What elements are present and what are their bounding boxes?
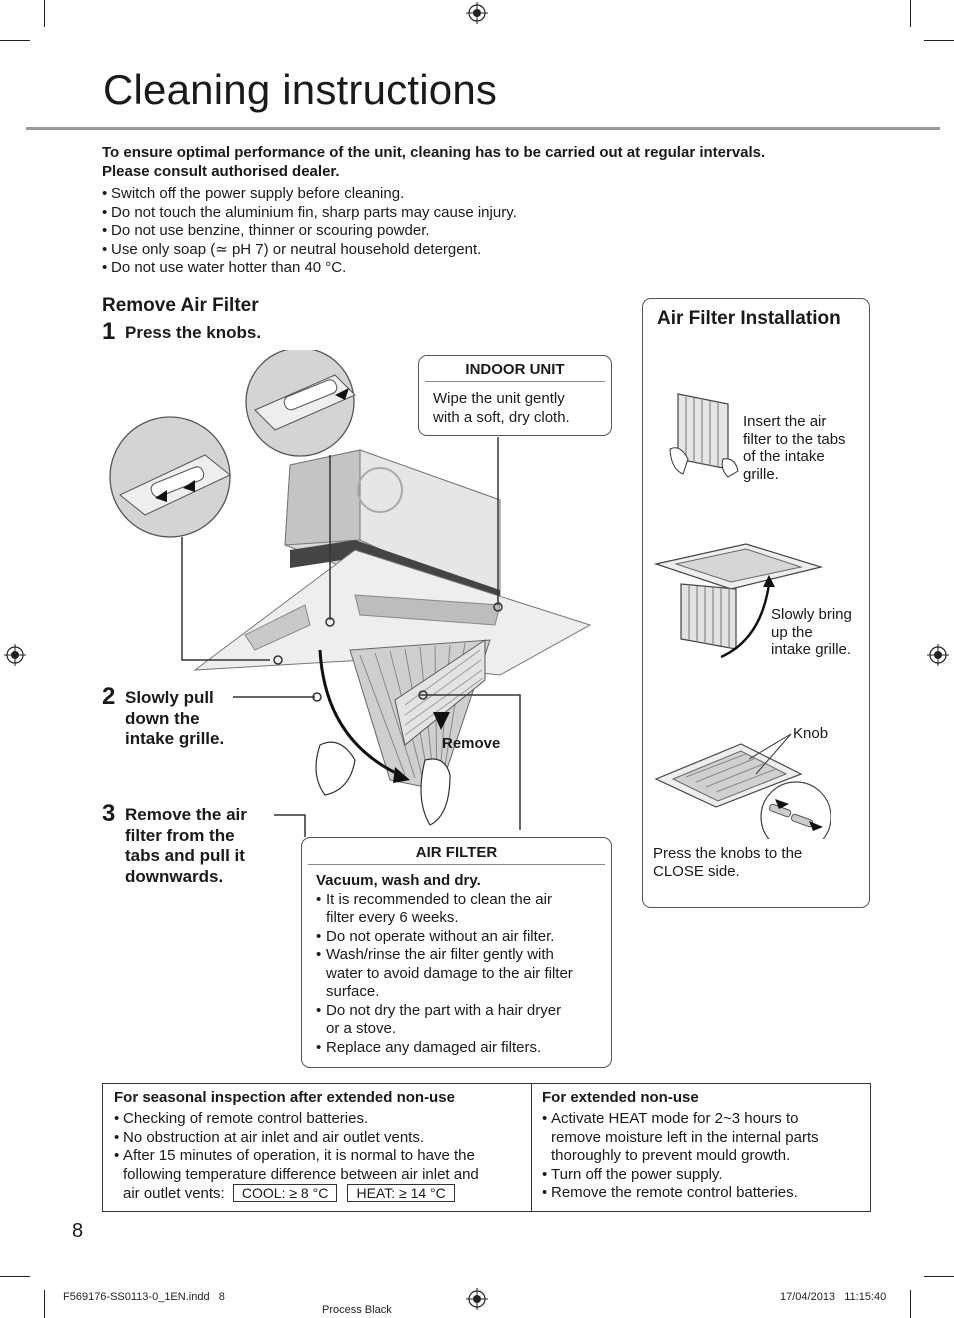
registration-mark-icon	[927, 644, 949, 666]
crop-mark	[0, 40, 30, 41]
step-text: Press the knobs.	[125, 323, 262, 342]
warning-item: Use only soap (≃ pH 7) or neutral househ…	[102, 241, 622, 260]
list-item: Remove the remote control batteries.	[542, 1184, 867, 1203]
step-3: 3 Remove the air filter from the tabs an…	[102, 800, 282, 895]
registration-mark-icon	[466, 1288, 488, 1310]
installation-title: Air Filter Installation	[657, 308, 841, 329]
air-filter-list: It is recommended to clean the airfilter…	[316, 891, 603, 1058]
callout-divider	[425, 381, 605, 382]
remove-label: Remove	[442, 735, 501, 752]
crop-mark	[910, 1290, 911, 1318]
registration-mark-icon	[466, 2, 488, 24]
heat-threshold-badge: HEAT: ≥ 14 °C	[347, 1184, 455, 1202]
callout-title: AIR FILTER	[415, 844, 498, 861]
step-text: Slowly pull down the intake grille.	[125, 688, 225, 748]
step-2: 2 Slowly pull down the intake grille.	[102, 683, 262, 753]
installation-step-text: Insert the air filter to the tabs of the…	[743, 413, 846, 483]
grille-raise-illustration	[653, 543, 824, 659]
list-item: Activate HEAT mode for 2~3 hours to remo…	[542, 1110, 867, 1166]
list-item: Do not dry the part with a hair dryeror …	[316, 1002, 603, 1039]
callout-body: Vacuum, wash and dry. It is recommended …	[302, 865, 611, 1057]
leader-line	[274, 814, 306, 837]
extended-non-use-list: Activate HEAT mode for 2~3 hours to remo…	[542, 1110, 867, 1203]
crop-mark	[924, 40, 954, 41]
step-number: 3	[102, 800, 116, 827]
warning-item: Do not touch the aluminium fin, sharp pa…	[102, 204, 622, 223]
callout-divider	[308, 864, 605, 865]
step-text: Remove the air filter from the tabs and …	[125, 805, 247, 886]
indoor-unit-illustration	[109, 350, 592, 830]
list-item: Checking of remote control batteries.	[114, 1110, 524, 1129]
knob-label: Knob	[793, 725, 829, 742]
list-item: Replace any damaged air filters.	[316, 1039, 603, 1058]
step-number: 2	[102, 683, 116, 710]
warning-item: Switch off the power supply before clean…	[102, 185, 622, 204]
extended-non-use-title: For extended non-use	[542, 1089, 699, 1106]
callout-title: INDOOR UNIT	[465, 361, 565, 378]
crop-mark	[924, 1276, 954, 1277]
step-1: 1 Press the knobs.	[102, 318, 302, 348]
list-item: After 15 minutes of operation, it is nor…	[114, 1147, 524, 1204]
page-title: Cleaning instructions	[103, 66, 498, 113]
extended-non-use-column: For extended non-use Activate HEAT mode …	[542, 1084, 867, 1211]
warning-item: Do not use water hotter than 40 °C.	[102, 259, 622, 278]
seasonal-inspection-column: For seasonal inspection after extended n…	[114, 1084, 524, 1211]
list-item: Do not operate without an air filter.	[316, 928, 603, 947]
page-number: 8	[72, 1220, 84, 1242]
seasonal-inspection-title: For seasonal inspection after extended n…	[114, 1089, 455, 1106]
registration-mark-icon	[4, 644, 26, 666]
footer-file-name: F569176-SS0113-0_1EN.indd 8	[63, 1291, 225, 1303]
column-divider	[531, 1084, 532, 1211]
intro-line: To ensure optimal performance of the uni…	[102, 144, 766, 161]
title-rule	[26, 127, 940, 130]
installation-step-text: Slowly bring up the intake grille.	[771, 606, 852, 658]
filter-insert-illustration	[669, 393, 739, 478]
knob-close-illustration	[654, 733, 831, 839]
list-item: No obstruction at air inlet and air outl…	[114, 1129, 524, 1148]
step-number: 1	[102, 318, 116, 345]
cool-threshold-badge: COOL: ≥ 8 °C	[232, 1184, 338, 1202]
footer-color-label: Process Black	[322, 1304, 392, 1316]
inspection-box: For seasonal inspection after extended n…	[102, 1083, 871, 1212]
intro-line: Please consult authorised dealer.	[102, 163, 340, 180]
installation-panel: Air Filter Installation Insert the air f…	[642, 298, 870, 908]
crop-mark	[44, 0, 45, 27]
callout-subtitle: Vacuum, wash and dry.	[316, 872, 481, 889]
list-item: Turn off the power supply.	[542, 1166, 867, 1185]
crop-mark	[44, 1290, 45, 1318]
warning-list: Switch off the power supply before clean…	[102, 185, 622, 278]
warning-item: Do not use benzine, thinner or scouring …	[102, 222, 622, 241]
list-item: Wash/rinse the air filter gently withwat…	[316, 946, 603, 1002]
footer-timestamp: 17/04/2013 11:15:40	[780, 1291, 887, 1303]
air-filter-callout: AIR FILTER Vacuum, wash and dry. It is r…	[301, 837, 612, 1068]
crop-mark	[0, 1276, 30, 1277]
list-item: It is recommended to clean the airfilter…	[316, 891, 603, 928]
callout-body: Wipe the unit gently with a soft, dry cl…	[433, 390, 570, 426]
crop-mark	[910, 0, 911, 27]
intro-text: To ensure optimal performance of the uni…	[102, 143, 862, 181]
section-heading-remove-filter: Remove Air Filter	[102, 295, 259, 316]
installation-step-text: Press the knobs to the CLOSE side.	[653, 845, 803, 880]
indoor-unit-callout: INDOOR UNIT Wipe the unit gently with a …	[418, 355, 612, 436]
seasonal-inspection-list: Checking of remote control batteries. No…	[114, 1110, 524, 1204]
